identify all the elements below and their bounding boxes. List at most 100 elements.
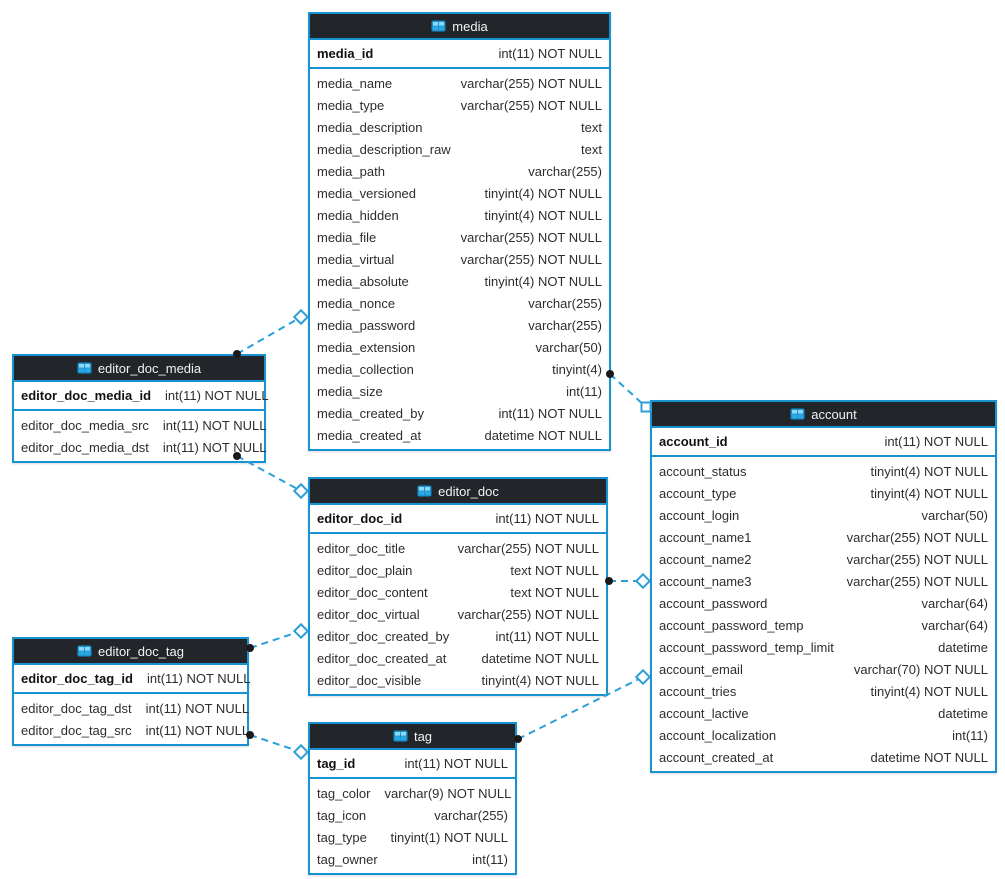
- column-type: varchar(255) NOT NULL: [846, 529, 988, 545]
- relationship-editor_doc_tag-to-editor_doc[interactable]: [246, 622, 310, 652]
- table-header-media[interactable]: media: [310, 14, 609, 40]
- relationship-line: [249, 630, 302, 649]
- column-name: tag_type: [317, 829, 367, 845]
- column-type: int(11): [566, 383, 602, 399]
- column-name: editor_doc_virtual: [317, 606, 420, 622]
- table-icon: [393, 730, 408, 742]
- column-name: account_type: [659, 485, 737, 501]
- table-column-row[interactable]: tag_icon varchar(255): [310, 804, 515, 826]
- column-name: account_tries: [659, 683, 737, 699]
- relationship-editor_doc_media-to-media[interactable]: [233, 308, 310, 358]
- column-type: varchar(255) NOT NULL: [460, 97, 602, 113]
- column-name: media_path: [317, 163, 385, 179]
- column-type: int(11) NOT NULL: [145, 700, 250, 716]
- relationship-media-to-account[interactable]: [606, 370, 652, 413]
- column-name: tag_icon: [317, 807, 367, 823]
- column-type: datetime: [938, 639, 988, 655]
- table-header-editor_doc_media[interactable]: editor_doc_media: [14, 356, 264, 382]
- table-icon: [417, 485, 432, 497]
- column-name: editor_doc_media_dst: [21, 439, 149, 455]
- column-type: varchar(255): [434, 807, 508, 823]
- column-type: tinyint(4) NOT NULL: [870, 683, 988, 699]
- table-column-row[interactable]: account_tries tinyint(4) NOT NULL: [652, 680, 995, 702]
- column-name: account_name2: [659, 551, 752, 567]
- column-type: varchar(64): [921, 617, 988, 633]
- table-header-editor_doc_tag[interactable]: editor_doc_tag: [14, 639, 247, 665]
- column-type: varchar(255): [528, 295, 602, 311]
- column-type: tinyint(4) NOT NULL: [481, 672, 599, 688]
- table-icon: [77, 362, 92, 374]
- column-name: media_name: [317, 75, 393, 91]
- relationship-editor_doc-to-account[interactable]: [605, 572, 652, 590]
- column-name: media_virtual: [317, 251, 395, 267]
- column-type: text NOT NULL: [510, 584, 599, 600]
- table-header-editor_doc[interactable]: editor_doc: [310, 479, 606, 505]
- table-header-tag[interactable]: tag: [310, 724, 515, 750]
- relationship-editor_doc_tag-to-tag[interactable]: [246, 731, 310, 761]
- table-header-account[interactable]: account: [652, 402, 995, 428]
- column-type: int(11) NOT NULL: [146, 671, 251, 686]
